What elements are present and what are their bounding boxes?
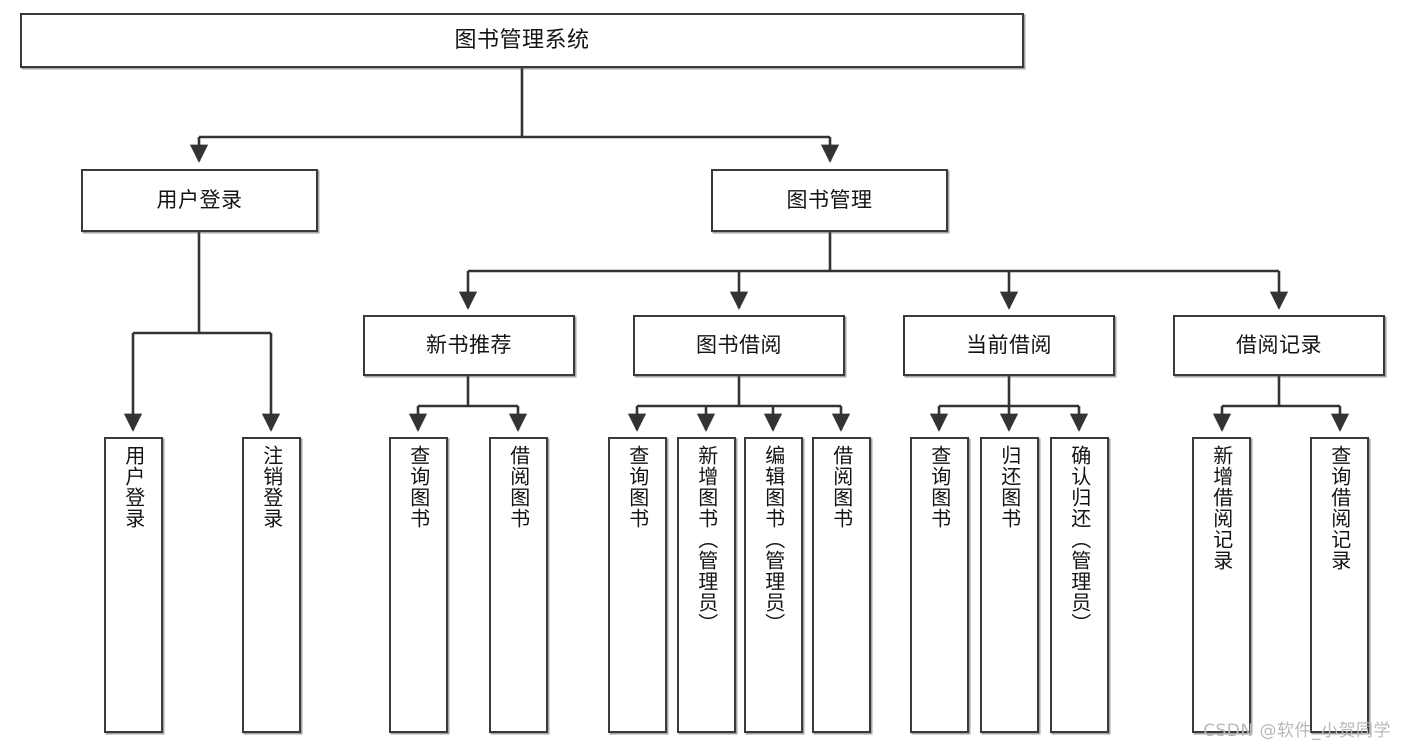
leaf-user-login-label: 用户登录 (121, 445, 146, 529)
node-book-management[interactable]: 图书管理 (711, 169, 948, 232)
node-book-borrow[interactable]: 图书借阅 (633, 315, 845, 376)
node-root[interactable]: 图书管理系统 (20, 13, 1024, 68)
node-new-book-recommend-label: 新书推荐 (426, 333, 512, 358)
leaf-query-book-2[interactable]: 查询图书 (608, 437, 667, 733)
leaf-confirm-return-label: 确认归还（管理员） (1067, 445, 1092, 634)
leaf-add-record-label: 新增借阅记录 (1209, 445, 1234, 571)
leaf-query-book-1-label: 查询图书 (406, 445, 431, 529)
leaf-borrow-book-2[interactable]: 借阅图书 (812, 437, 871, 733)
leaf-add-book[interactable]: 新增图书（管理员） (677, 437, 736, 733)
leaf-edit-book[interactable]: 编辑图书（管理员） (744, 437, 803, 733)
leaf-query-book-3-label: 查询图书 (927, 445, 952, 529)
node-borrow-record[interactable]: 借阅记录 (1173, 315, 1385, 376)
watermark: CSDN @软件_小贺同学 (1203, 721, 1391, 741)
leaf-return-book-label: 归还图书 (997, 445, 1022, 529)
node-book-borrow-label: 图书借阅 (696, 333, 782, 358)
node-borrow-record-label: 借阅记录 (1236, 333, 1322, 358)
node-book-management-label: 图书管理 (786, 188, 873, 213)
node-new-book-recommend[interactable]: 新书推荐 (363, 315, 575, 376)
leaf-confirm-return[interactable]: 确认归还（管理员） (1050, 437, 1109, 733)
node-current-borrow-label: 当前借阅 (966, 333, 1052, 358)
leaf-borrow-book-2-label: 借阅图书 (829, 445, 854, 529)
leaf-query-book-3[interactable]: 查询图书 (910, 437, 969, 733)
leaf-query-record[interactable]: 查询借阅记录 (1310, 437, 1369, 733)
leaf-borrow-book-1[interactable]: 借阅图书 (489, 437, 548, 733)
leaf-add-book-label: 新增图书（管理员） (694, 445, 719, 634)
leaf-borrow-book-1-label: 借阅图书 (506, 445, 531, 529)
node-current-borrow[interactable]: 当前借阅 (903, 315, 1115, 376)
node-user-login[interactable]: 用户登录 (81, 169, 318, 232)
leaf-add-record[interactable]: 新增借阅记录 (1192, 437, 1251, 733)
node-user-login-label: 用户登录 (156, 188, 243, 213)
leaf-logout[interactable]: 注销登录 (242, 437, 301, 733)
leaf-query-book-2-label: 查询图书 (625, 445, 650, 529)
leaf-query-book-1[interactable]: 查询图书 (389, 437, 448, 733)
leaf-logout-label: 注销登录 (259, 445, 284, 529)
leaf-return-book[interactable]: 归还图书 (980, 437, 1039, 733)
leaf-edit-book-label: 编辑图书（管理员） (761, 445, 786, 634)
node-root-label: 图书管理系统 (454, 27, 590, 53)
leaf-query-record-label: 查询借阅记录 (1327, 445, 1352, 571)
leaf-user-login[interactable]: 用户登录 (104, 437, 163, 733)
